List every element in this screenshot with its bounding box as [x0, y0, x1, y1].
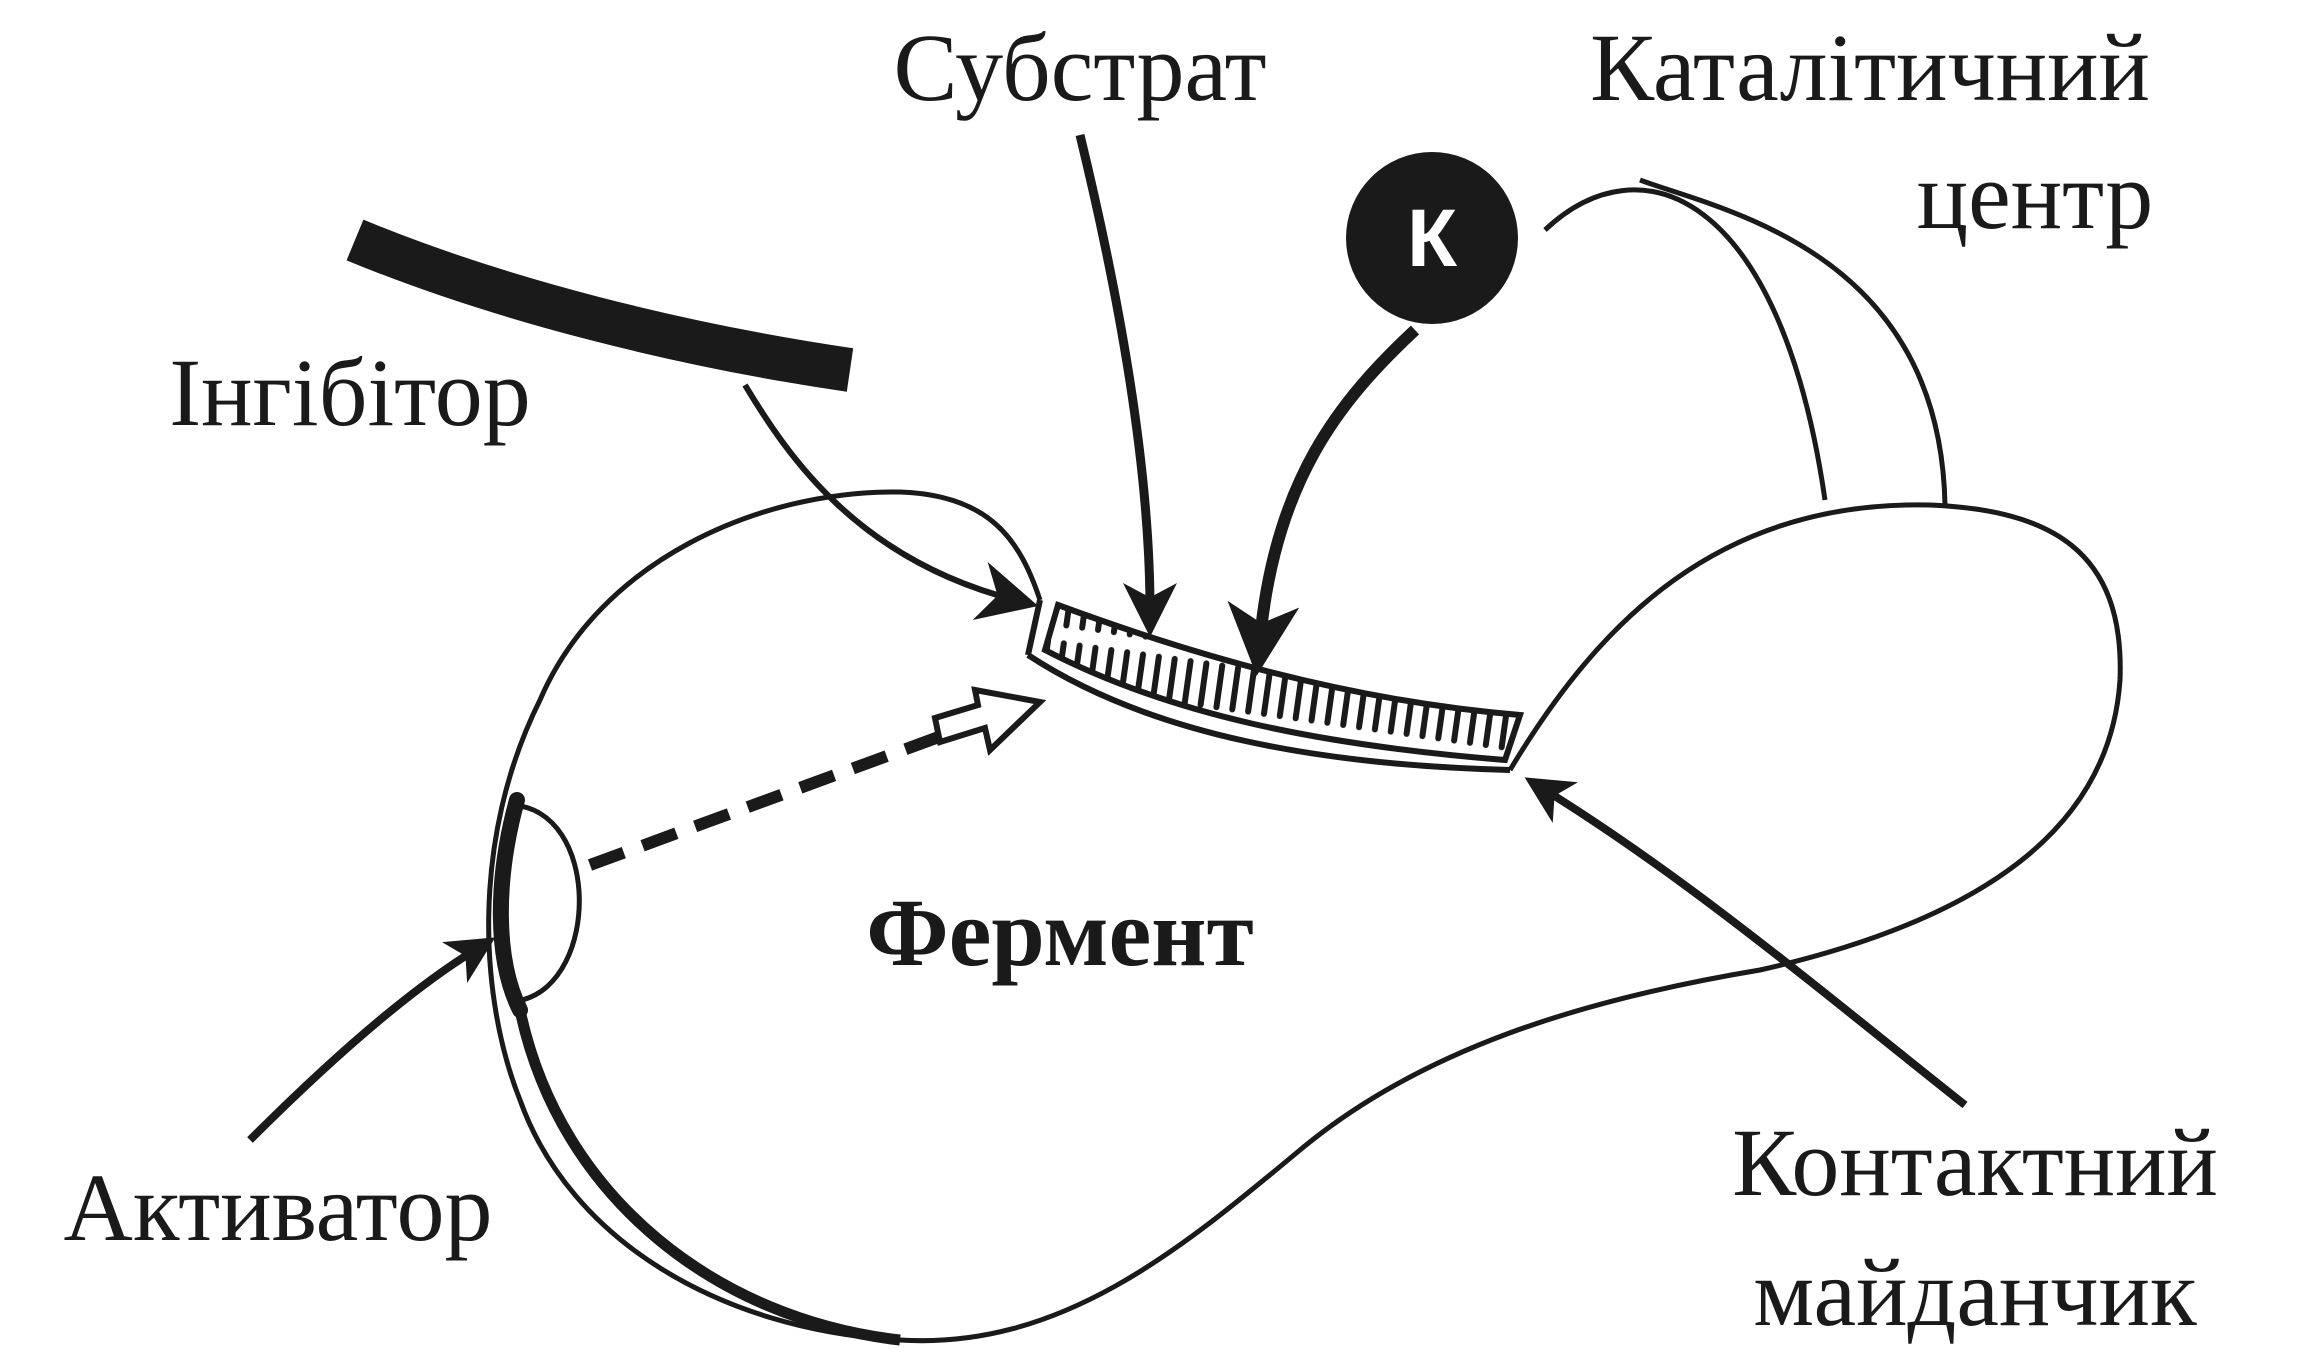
enzyme-label: Фермент — [866, 879, 1253, 986]
activator-site — [511, 802, 582, 1003]
active-site-cleft — [1026, 652, 1511, 773]
enzyme-left-edge — [492, 792, 528, 1018]
activator-dashed-arrowhead — [931, 686, 1047, 756]
enzyme-lower-left-edge — [514, 1008, 901, 1346]
catalytic-center-label-line2: центр — [1917, 142, 2153, 249]
activator-dashed-arrow — [587, 714, 988, 871]
catalytic-center-arrow — [1227, 325, 1420, 676]
catalytic-center-label-line1: Каталітичний — [1590, 14, 2150, 121]
inhibitor-arrow — [742, 383, 1039, 621]
contact-site-label-line1: Контактний — [1732, 1109, 2218, 1216]
inhibitor-molecule — [346, 219, 854, 392]
enzyme-body — [486, 489, 2123, 1344]
contact-site-label-line2: майданчик — [1753, 1239, 2197, 1346]
substrate-arrow — [1075, 133, 1177, 637]
catalytic-lobe — [1543, 187, 1828, 501]
substrate-strip — [1041, 601, 1525, 764]
contact-site-arrow — [1524, 777, 1968, 1109]
active-site-cleft-left — [1025, 599, 1043, 656]
activator-arrow — [247, 937, 496, 1143]
catalytic-center-marker — [1346, 152, 1518, 324]
catalytic-lobe-inner — [1639, 177, 1948, 506]
catalytic-center-letter: К — [1407, 193, 1458, 284]
activator-label: Активатор — [64, 1154, 493, 1261]
substrate-label: Субстрат — [893, 14, 1266, 121]
inhibitor-label: Інгібітор — [169, 339, 531, 446]
